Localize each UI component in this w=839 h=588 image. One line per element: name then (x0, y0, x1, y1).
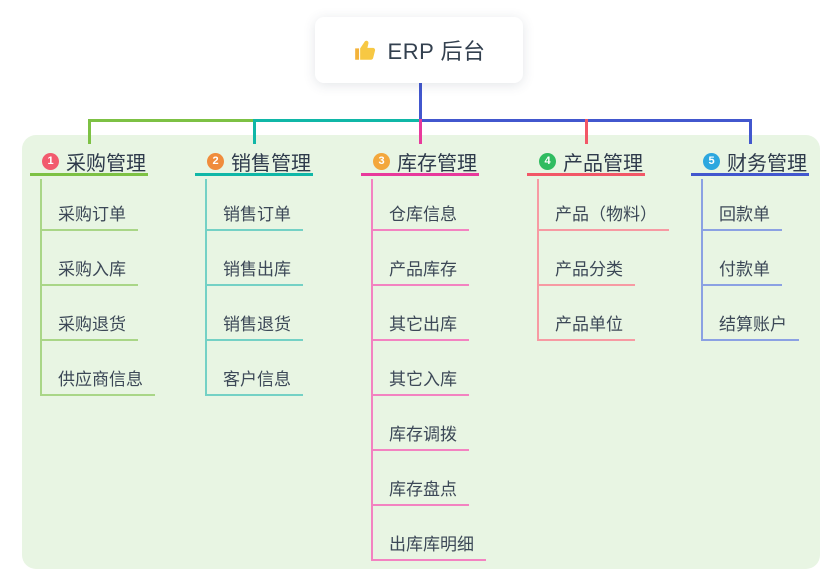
item-label: 销售出库 (223, 260, 291, 279)
branch-connector-line (418, 119, 422, 144)
branch-connector-line (87, 119, 91, 144)
item-label: 库存调拨 (389, 425, 457, 444)
branch-tree-line (371, 179, 373, 561)
item-node[interactable]: 销售订单 (205, 203, 303, 231)
branch-badge: 3 (373, 152, 390, 170)
mindmap-panel (22, 135, 820, 569)
branch-node-1[interactable]: 1 采购管理 (30, 149, 148, 176)
branch-tree-line (701, 179, 703, 341)
root-stem-line (418, 83, 422, 119)
branch-badge: 2 (207, 152, 224, 170)
branch-connector-line (748, 119, 752, 144)
item-label: 采购退货 (58, 315, 126, 334)
item-label: 其它出库 (389, 315, 457, 334)
item-node[interactable]: 采购入库 (40, 258, 138, 286)
branch-connector-line (584, 119, 588, 144)
item-node[interactable]: 销售退货 (205, 313, 303, 341)
thumbs-up-icon (353, 37, 379, 63)
branch-tree-line (40, 179, 42, 396)
item-label: 产品库存 (389, 260, 457, 279)
item-label: 采购订单 (58, 205, 126, 224)
branch-badge: 4 (539, 152, 556, 170)
branch-node-4[interactable]: 4 产品管理 (527, 149, 645, 176)
item-node[interactable]: 产品（物料） (537, 203, 669, 231)
item-node[interactable]: 其它出库 (371, 313, 469, 341)
branch-badge: 5 (703, 152, 720, 170)
item-node[interactable]: 结算账户 (701, 313, 799, 341)
branch-node-5[interactable]: 5 财务管理 (691, 149, 809, 176)
bus-segment-line (87, 119, 254, 122)
item-label: 回款单 (719, 205, 770, 224)
item-label: 出库库明细 (389, 535, 474, 554)
item-node[interactable]: 产品库存 (371, 258, 469, 286)
item-node[interactable]: 销售出库 (205, 258, 303, 286)
item-label: 付款单 (719, 260, 770, 279)
item-label: 销售订单 (223, 205, 291, 224)
item-node[interactable]: 库存盘点 (371, 478, 469, 506)
item-node[interactable]: 其它入库 (371, 368, 469, 396)
bus-segment-line (254, 119, 420, 122)
item-label: 产品单位 (555, 315, 623, 334)
item-node[interactable]: 回款单 (701, 203, 782, 231)
item-node[interactable]: 供应商信息 (40, 368, 155, 396)
item-label: 采购入库 (58, 260, 126, 279)
item-node[interactable]: 客户信息 (205, 368, 303, 396)
branch-label: 销售管理 (231, 152, 311, 175)
item-node[interactable]: 仓库信息 (371, 203, 469, 231)
item-node[interactable]: 采购订单 (40, 203, 138, 231)
branch-tree-line (537, 179, 539, 341)
item-node[interactable]: 库存调拨 (371, 423, 469, 451)
branch-node-2[interactable]: 2 销售管理 (195, 149, 313, 176)
item-label: 产品分类 (555, 260, 623, 279)
item-node[interactable]: 采购退货 (40, 313, 138, 341)
item-label: 仓库信息 (389, 205, 457, 224)
item-node[interactable]: 产品分类 (537, 258, 635, 286)
item-label: 销售退货 (223, 315, 291, 334)
branch-badge: 1 (42, 152, 59, 170)
item-label: 结算账户 (719, 315, 787, 334)
item-label: 其它入库 (389, 370, 457, 389)
item-node[interactable]: 产品单位 (537, 313, 635, 341)
item-label: 供应商信息 (58, 370, 143, 389)
item-node[interactable]: 付款单 (701, 258, 782, 286)
item-label: 库存盘点 (389, 480, 457, 499)
branch-label: 产品管理 (563, 152, 643, 175)
branch-label: 库存管理 (397, 152, 477, 175)
item-node[interactable]: 出库库明细 (371, 533, 486, 561)
root-title: ERP 后台 (387, 39, 486, 64)
branch-tree-line (205, 179, 207, 396)
branch-connector-line (252, 119, 256, 144)
branch-node-3[interactable]: 3 库存管理 (361, 149, 479, 176)
item-label: 产品（物料） (555, 205, 657, 224)
branch-label: 财务管理 (727, 152, 807, 175)
item-label: 客户信息 (223, 370, 291, 389)
branch-label: 采购管理 (66, 152, 146, 175)
root-node[interactable]: ERP 后台 (315, 17, 523, 83)
